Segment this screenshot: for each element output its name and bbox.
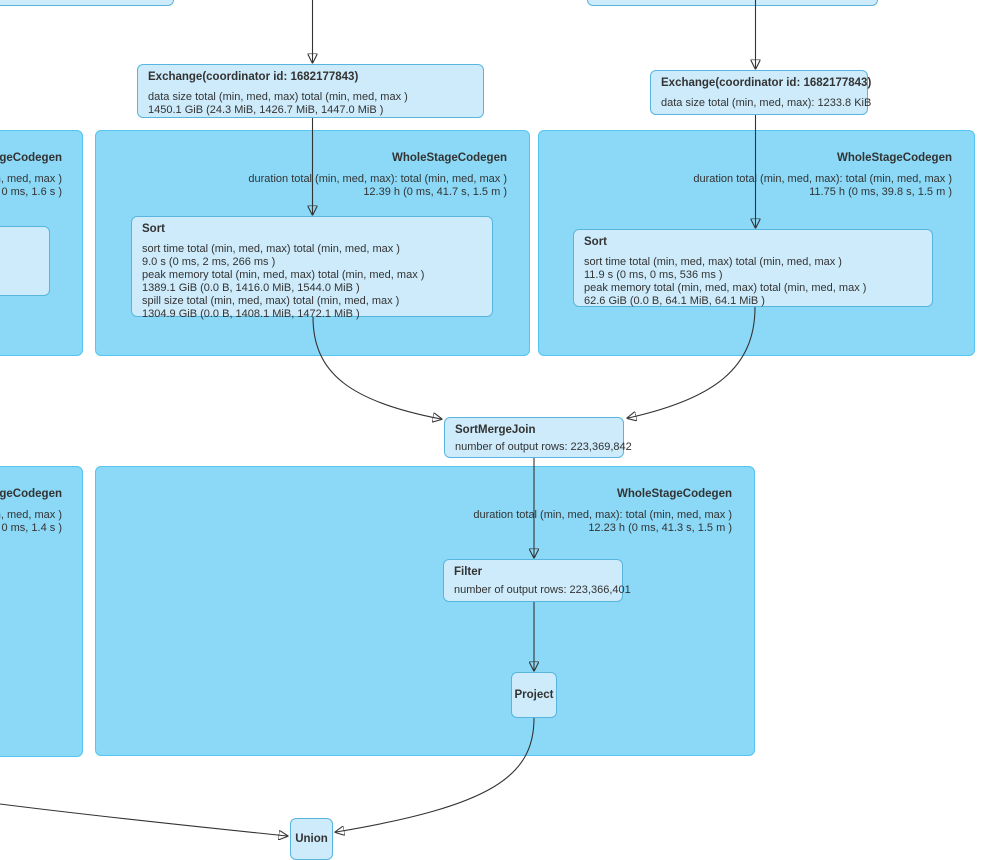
- cut-node-top-left[interactable]: [0, 0, 174, 6]
- cluster-duration-value: , 0 ms, 1.4 s ): [0, 522, 62, 534]
- node-title: Sort: [142, 223, 165, 235]
- node-title: Exchange(coordinator id: 1682177843): [148, 71, 359, 83]
- cut-node-left-upper[interactable]: [0, 226, 50, 296]
- node-title: Filter: [454, 566, 483, 578]
- cluster-duration-header: n, med, max ): [0, 173, 62, 185]
- cut-node-top-right[interactable]: [587, 0, 878, 6]
- node-metric: 11.9 s (0 ms, 0 ms, 536 ms ): [584, 268, 723, 281]
- node-sort-left[interactable]: Sort sort time total (min, med, max) tot…: [131, 216, 493, 320]
- node-project[interactable]: Project: [511, 672, 557, 718]
- cluster-duration-value: 11.75 h (0 ms, 39.8 s, 1.5 m ): [809, 186, 952, 198]
- cluster-label: WholeStageCodegen: [391, 152, 507, 164]
- node-metric: peak memory total (min, med, max) total …: [584, 281, 867, 294]
- node-sortmergejoin[interactable]: SortMergeJoin number of output rows: 223…: [444, 417, 632, 458]
- cluster-duration-header: duration total (min, med, max): total (m…: [693, 173, 952, 185]
- node-metric: data size total (min, med, max): 1233.8 …: [661, 97, 872, 109]
- node-metric: sort time total (min, med, max) total (m…: [142, 243, 400, 255]
- cluster-duration-value: 12.39 h (0 ms, 41.7 s, 1.5 m ): [363, 186, 507, 198]
- node-title: Project: [514, 689, 554, 701]
- cluster-label: WholeStageCodegen: [616, 488, 732, 500]
- node-exchange-left[interactable]: Exchange(coordinator id: 1682177843) dat…: [137, 64, 484, 118]
- node-metric: spill size total (min, med, max) total (…: [142, 294, 400, 307]
- node-metric: 1389.1 GiB (0.0 B, 1416.0 MiB, 1544.0 Mi…: [142, 281, 360, 294]
- node-union[interactable]: Union: [290, 818, 333, 860]
- cluster-wholestagecodegen-cut-bottom: tageCodegen n, med, max ) , 0 ms, 1.4 s …: [0, 466, 83, 757]
- node-metric: number of output rows: 223,369,842: [455, 441, 632, 453]
- node-title: SortMergeJoin: [455, 424, 536, 436]
- node-metric: peak memory total (min, med, max) total …: [142, 268, 425, 281]
- cluster-wholestagecodegen-bottom: WholeStageCodegen duration total (min, m…: [95, 466, 755, 756]
- cluster-duration-value: 12.23 h (0 ms, 41.3 s, 1.5 m ): [588, 522, 732, 534]
- cluster-duration-header: n, med, max ): [0, 509, 62, 521]
- node-sort-right[interactable]: Sort sort time total (min, med, max) tot…: [573, 229, 933, 307]
- node-filter[interactable]: Filter number of output rows: 223,366,40…: [443, 559, 631, 602]
- cluster-duration-header: duration total (min, med, max): total (m…: [248, 173, 507, 185]
- node-metric: 1450.1 GiB (24.3 MiB, 1426.7 MiB, 1447.0…: [148, 103, 384, 116]
- cluster-duration-header: duration total (min, med, max): total (m…: [473, 509, 732, 521]
- node-title: Exchange(coordinator id: 1682177843): [661, 77, 872, 89]
- node-metric: data size total (min, med, max) total (m…: [148, 91, 408, 103]
- node-title: Sort: [584, 236, 607, 248]
- cluster-label: tageCodegen: [0, 488, 62, 500]
- node-metric: sort time total (min, med, max) total (m…: [584, 256, 842, 268]
- edge-left-to-union: [0, 803, 287, 836]
- node-metric: 62.6 GiB (0.0 B, 64.1 MiB, 64.1 MiB ): [584, 294, 765, 307]
- cluster-duration-value: , 0 ms, 1.6 s ): [0, 186, 62, 198]
- node-metric: 1304.9 GiB (0.0 B, 1408.1 MiB, 1472.1 Mi…: [142, 307, 360, 320]
- node-metric: 9.0 s (0 ms, 2 ms, 266 ms ): [142, 255, 276, 268]
- node-exchange-right[interactable]: Exchange(coordinator id: 1682177843) dat…: [650, 70, 872, 115]
- cluster-label: WholeStageCodegen: [836, 152, 952, 164]
- node-title: Union: [295, 833, 328, 845]
- node-metric: number of output rows: 223,366,401: [454, 584, 631, 596]
- cluster-label: tageCodegen: [0, 152, 62, 164]
